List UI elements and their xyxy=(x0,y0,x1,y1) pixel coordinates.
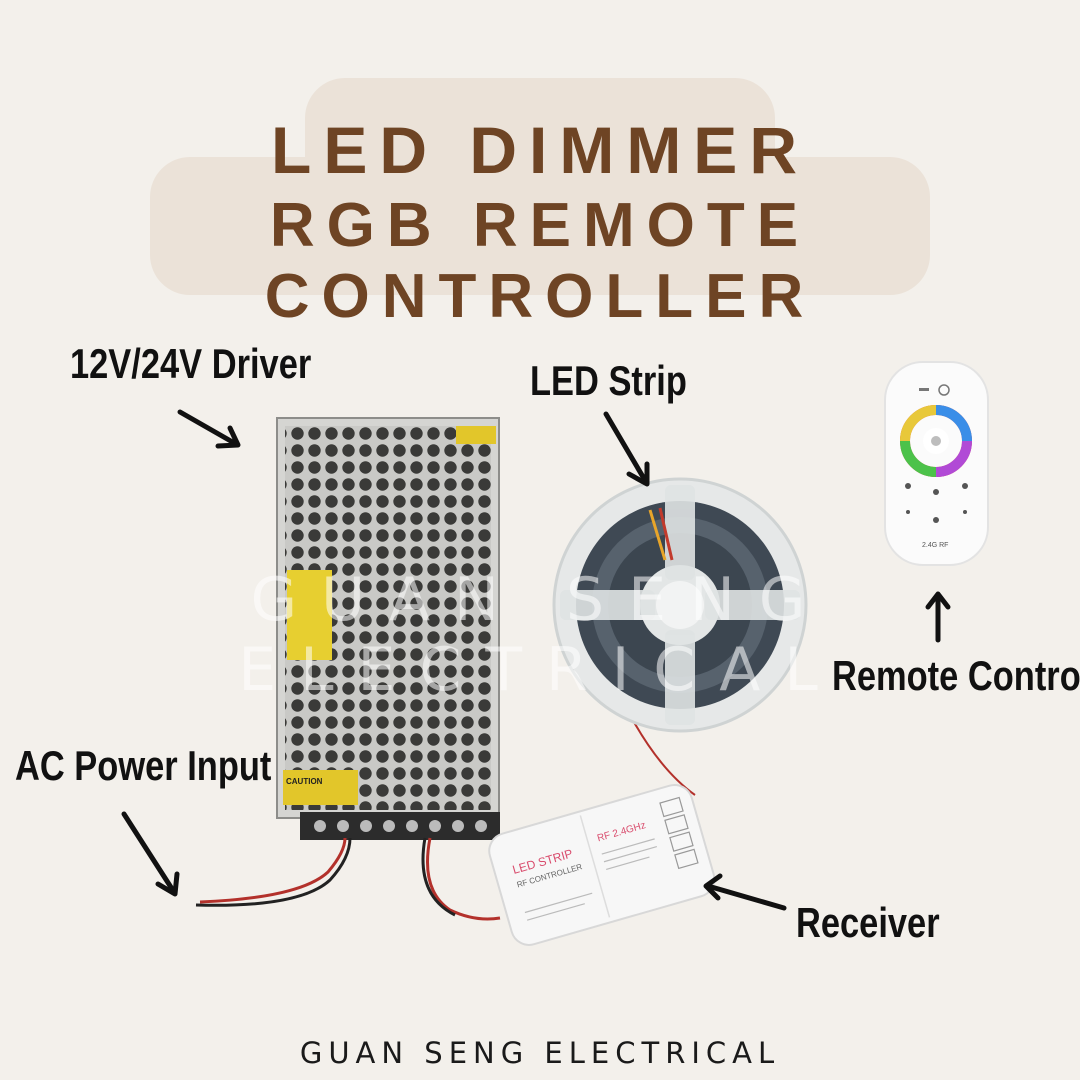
caution-sticker xyxy=(283,770,358,805)
label-remote: Remote Control xyxy=(832,652,1080,699)
watermark: GUAN SENG ELECTRICAL xyxy=(238,565,842,705)
wires xyxy=(195,714,696,921)
title-line-1: LED DIMMER xyxy=(271,113,809,187)
arrow-icon xyxy=(603,411,650,487)
arrow-icon xyxy=(925,591,951,643)
arrow-icon xyxy=(177,409,241,449)
remote-freq-text: 2.4G RF xyxy=(922,542,948,549)
caution-text: CAUTION xyxy=(286,777,323,786)
label-strip: LED Strip xyxy=(530,357,687,404)
label-receiver: Receiver xyxy=(796,899,940,946)
footer-brand: GUAN SENG ELECTRICAL xyxy=(299,1036,781,1070)
led-strip-reel-image xyxy=(552,477,808,733)
power-supply-image: CAUTION xyxy=(276,417,500,840)
title-line-2: RGB REMOTE CONTROLLER xyxy=(264,191,816,331)
receiver-image: LED STRIP RF CONTROLLER RF 2.4GHz xyxy=(488,784,716,946)
label-driver: 12V/24V Driver xyxy=(70,340,312,387)
arrow-icon xyxy=(703,873,787,911)
remote-control-image: 2.4G RF xyxy=(884,361,989,566)
title-banner xyxy=(150,78,930,295)
arrow-icon xyxy=(121,811,180,897)
label-ac-input: AC Power Input xyxy=(15,742,272,789)
